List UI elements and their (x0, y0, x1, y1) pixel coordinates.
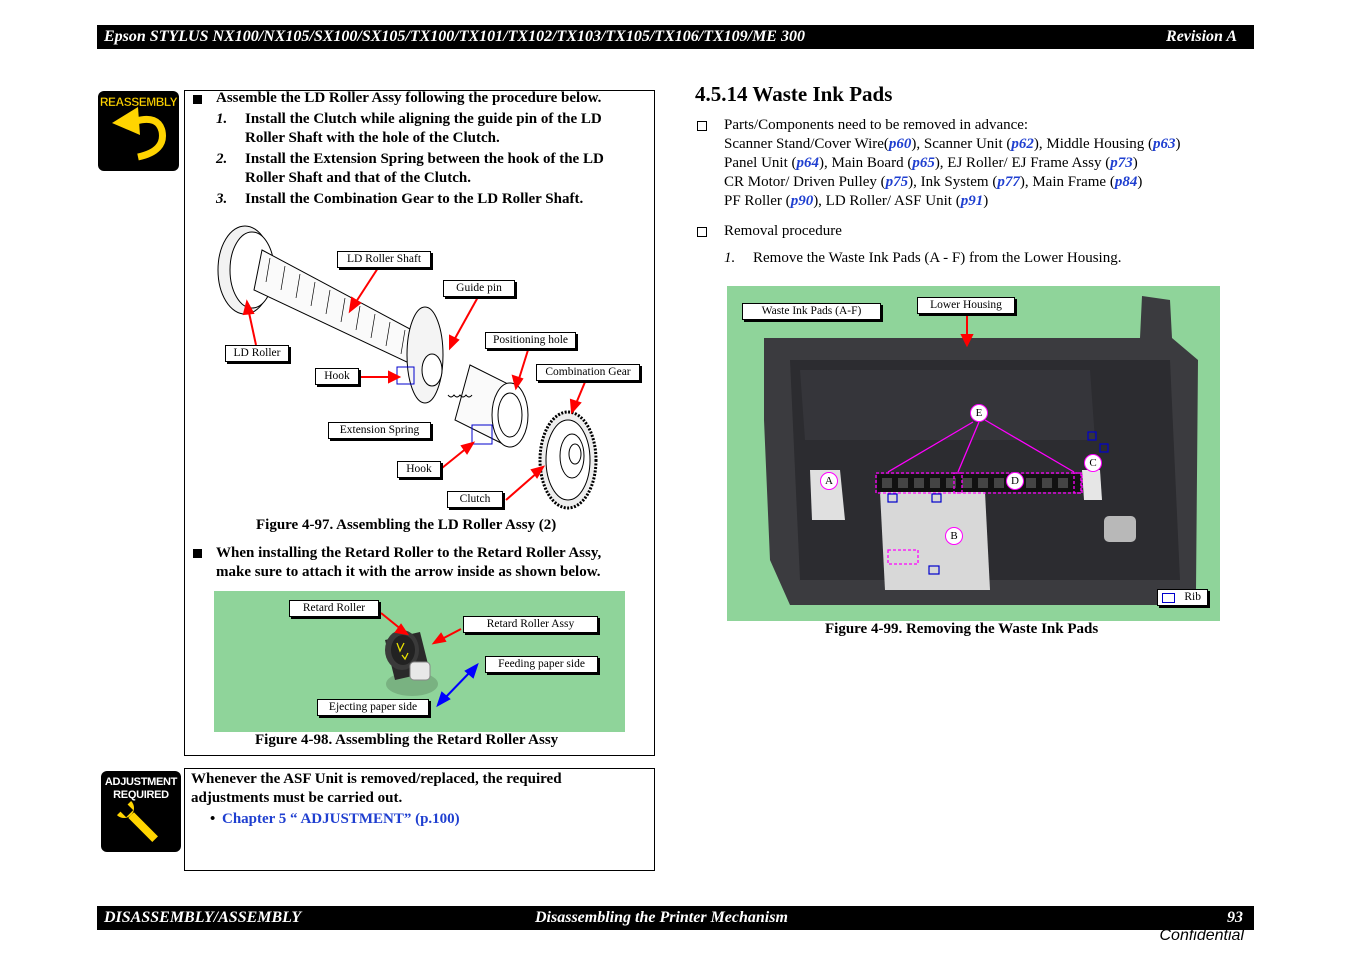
callout-extension-spring: Extension Spring (328, 422, 431, 439)
callout-retard-roller: Retard Roller (289, 600, 379, 617)
footer-chapter: Disassembling the Printer Mechanism (535, 909, 788, 926)
step1-line2: Roller Shaft with the hole of the Clutch… (245, 130, 500, 146)
parts-line: CR Motor/ Driven Pulley (p75), Ink Syste… (724, 174, 1142, 191)
footer-bar: DISASSEMBLY/ASSEMBLY Disassembling the P… (97, 906, 1254, 930)
callout-ld-roller-shaft: LD Roller Shaft (337, 251, 431, 268)
section-title: 4.5.14 Waste Ink Pads (695, 82, 893, 106)
callout-feeding-paper-side: Feeding paper side (485, 656, 598, 673)
pad-label-c: C (1084, 454, 1102, 472)
pad-label-e: E (970, 404, 988, 422)
parts-text: ), EJ Roller/ EJ Frame Assy ( (934, 155, 1111, 171)
parts-text: Panel Unit ( (724, 155, 797, 171)
step1-line1: Install the Clutch while aligning the gu… (245, 111, 602, 127)
adjustment-bullet: • (210, 811, 216, 827)
step2-line2: Roller Shaft and that of the Clutch. (245, 170, 471, 186)
parts-line: Scanner Stand/Cover Wire(p60), Scanner U… (724, 136, 1181, 153)
removal-heading: Removal procedure (724, 223, 842, 239)
step1-num: 1. (216, 111, 228, 127)
removal-step1: Remove the Waste Ink Pads (A - F) from t… (753, 250, 1122, 266)
figure-99-caption: Figure 4-99. Removing the Waste Ink Pads (825, 621, 1099, 637)
header-bar: Epson STYLUS NX100/NX105/SX100/SX105/TX1… (97, 25, 1254, 49)
checkbox-square (697, 227, 707, 237)
step2-line1: Install the Extension Spring between the… (245, 151, 604, 167)
page-link[interactable]: p77 (997, 174, 1020, 190)
callout-waste-ink-pads: Waste Ink Pads (A-F) (742, 303, 881, 320)
checkbox-square (697, 121, 707, 131)
wrench-icon (116, 800, 158, 842)
callout-ld-roller: LD Roller (225, 345, 289, 362)
adjustment-chapter-link[interactable]: Chapter 5 “ ADJUSTMENT” (p.100) (222, 811, 460, 827)
callout-hook-2: Hook (397, 461, 441, 478)
reassembly-bullet1: Assemble the LD Roller Assy following th… (216, 90, 602, 106)
reassembly-badge: REASSEMBLY (98, 91, 179, 171)
parts-text: ) (1132, 155, 1138, 171)
figure-97-caption: Figure 4-97. Assembling the LD Roller As… (256, 517, 557, 533)
parts-text: ), Middle Housing ( (1033, 136, 1154, 152)
figure-98-caption: Figure 4-98. Assembling the Retard Rolle… (255, 732, 559, 748)
parts-text: ), LD Roller/ ASF Unit ( (813, 193, 961, 209)
page-link[interactable]: p75 (885, 174, 909, 190)
reassembly-box (184, 90, 655, 756)
parts-text: ), Scanner Unit ( (911, 136, 1012, 152)
parts-text: ), Ink System ( (908, 174, 998, 190)
parts-text: PF Roller ( (724, 193, 791, 209)
step2-num: 2. (216, 151, 228, 167)
pad-label-b: B (945, 527, 963, 545)
parts-text: Scanner Stand/Cover Wire( (724, 136, 889, 152)
parts-text: CR Motor/ Driven Pulley ( (724, 174, 886, 190)
reassembly-bullet2-line2: make sure to attach it with the arrow in… (216, 564, 601, 580)
pad-label-a: A (820, 472, 838, 490)
bullet-square (193, 549, 202, 558)
parts-heading: Parts/Components need to be removed in a… (724, 117, 1029, 133)
callout-lower-housing: Lower Housing (917, 297, 1015, 314)
adjustment-badge: ADJUSTMENT REQUIRED (101, 771, 181, 852)
callout-combination-gear: Combination Gear (536, 364, 640, 381)
adjustment-box (184, 768, 655, 871)
adjustment-text-line1: Whenever the ASF Unit is removed/replace… (191, 771, 562, 787)
page-link[interactable]: p84 (1114, 174, 1138, 190)
page-link[interactable]: p73 (1110, 155, 1133, 171)
page-link[interactable]: p62 (1011, 136, 1034, 152)
parts-line: PF Roller (p90), LD Roller/ ASF Unit (p9… (724, 193, 988, 210)
page-link[interactable]: p91 (960, 193, 984, 209)
return-arrow-icon (112, 107, 166, 161)
callout-ejecting-paper-side: Ejecting paper side (317, 699, 429, 716)
page-link[interactable]: p65 (912, 155, 935, 171)
callout-hook-1: Hook (315, 368, 359, 385)
step3-line1: Install the Combination Gear to the LD R… (245, 191, 584, 207)
page-link[interactable]: p60 (888, 136, 912, 152)
adjustment-badge-label: ADJUSTMENT REQUIRED (104, 776, 178, 801)
adjustment-text-line2: adjustments must be carried out. (191, 790, 403, 806)
parts-text: ) (1137, 174, 1143, 190)
step3-num: 3. (216, 191, 228, 207)
callout-guide-pin: Guide pin (443, 280, 515, 297)
pad-label-d: D (1006, 472, 1024, 490)
page-link[interactable]: p63 (1153, 136, 1176, 152)
confidential-label: Confidential (1159, 927, 1245, 944)
parts-line: Panel Unit (p64), Main Board (p65), EJ R… (724, 155, 1138, 172)
callout-rib: Rib (1157, 589, 1208, 606)
callout-positioning-hole: Positioning hole (485, 332, 576, 349)
parts-text: ), Main Frame ( (1019, 174, 1115, 190)
callout-clutch: Clutch (447, 491, 503, 508)
page-link[interactable]: p90 (790, 193, 814, 209)
parts-text: ), Main Board ( (819, 155, 913, 171)
reassembly-bullet2-line1: When installing the Retard Roller to the… (216, 545, 602, 561)
parts-text: ) (1175, 136, 1181, 152)
manual-title: Epson STYLUS NX100/NX105/SX100/SX105/TX1… (104, 28, 805, 45)
revision-label: Revision A (1166, 28, 1237, 45)
reassembly-badge-label: REASSEMBLY (99, 95, 178, 109)
callout-retard-roller-assy: Retard Roller Assy (463, 616, 598, 633)
footer-section: DISASSEMBLY/ASSEMBLY (104, 909, 302, 926)
rib-marker-icon (1162, 593, 1175, 603)
parts-text: ) (983, 193, 989, 209)
removal-step1-num: 1. (724, 250, 736, 266)
bullet-square (193, 95, 202, 104)
page-link[interactable]: p64 (796, 155, 820, 171)
page-number: 93 (1227, 909, 1243, 926)
